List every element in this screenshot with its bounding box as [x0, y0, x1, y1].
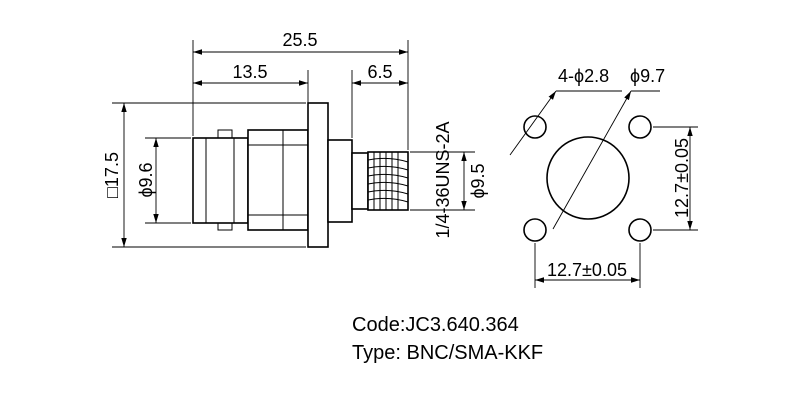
dim-hole-spacing-h: 12.7±0.05: [547, 260, 627, 280]
sma-hex: [351, 152, 369, 210]
dim-sma-diameter: ϕ9.5: [468, 163, 488, 198]
dim-bnc-length: 13.5: [232, 62, 267, 82]
mounting-hole-tr: [628, 115, 652, 139]
dim-sma-length: 6.5: [367, 62, 392, 82]
bayonet-pin: [217, 129, 233, 138]
mounting-hole-br: [628, 218, 652, 242]
sma-body: [327, 139, 353, 223]
dim-overall-length: 25.5: [282, 30, 317, 50]
dim-holes: 4-ϕ2.8: [558, 66, 609, 86]
dim-hole-spacing-v: 12.7±0.05: [672, 138, 692, 218]
side-view: 25.5 13.5 6.5 □17.5 ϕ9.6 1/4-36UNS-2A ϕ9…: [102, 30, 488, 248]
leader-center: [552, 90, 632, 230]
mounting-hole-bl: [523, 218, 547, 242]
part-code: Code:JC3.640.364: [352, 314, 519, 336]
dim-center-hole: ϕ9.7: [630, 66, 665, 86]
dim-thread-spec: 1/4-36UNS-2A: [433, 121, 453, 238]
center-hole: [546, 136, 630, 220]
part-type: Type: BNC/SMA-KKF: [352, 342, 544, 364]
flange: [307, 102, 329, 248]
front-view: 4-ϕ2.8 ϕ9.7 12.7±0.05 12.7±0.05: [509, 66, 698, 288]
dim-flange-square: □17.5: [102, 152, 122, 198]
dim-bnc-diameter: ϕ9.6: [136, 162, 156, 197]
bnc-body: [192, 137, 249, 224]
leader-holes: [509, 90, 557, 156]
mounting-hole-tl: [523, 115, 547, 139]
bnc-rear-body: [247, 129, 309, 231]
thread-lines: [367, 152, 409, 210]
